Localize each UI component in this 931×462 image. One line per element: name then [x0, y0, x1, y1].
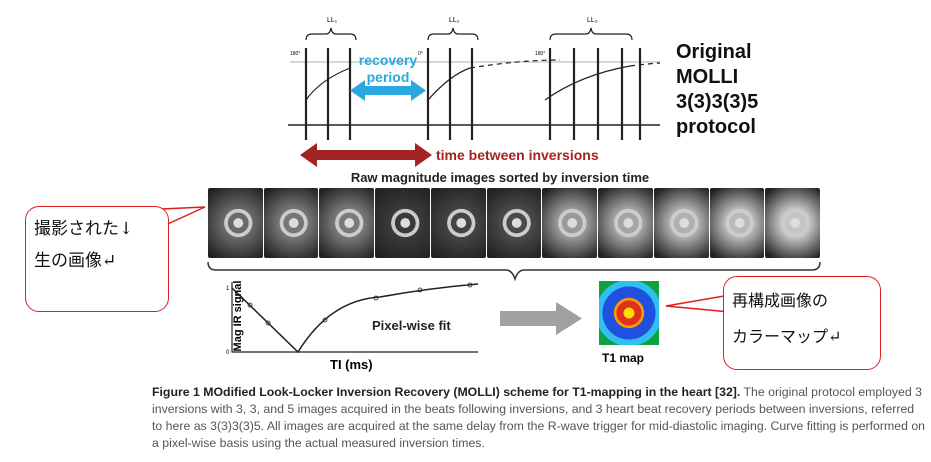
brace-ll2	[427, 27, 479, 41]
recovery-period-label: recovery period	[358, 52, 418, 85]
raw-magnitude-image	[375, 188, 430, 258]
raw-magnitude-image	[263, 188, 319, 258]
x-axis-label: TI (ms)	[330, 357, 373, 372]
time-between-inversions-label: time between inversions	[436, 147, 599, 163]
t1-map-image	[599, 281, 659, 345]
raw-magnitude-image	[709, 188, 765, 258]
raw-magnitude-image	[598, 188, 653, 258]
images-brace	[207, 261, 821, 282]
pulse-label: 180°	[290, 51, 300, 57]
caption-title: Figure 1 MOdified Look-Locker Inversion …	[152, 385, 741, 399]
y-tick: 1	[226, 286, 230, 292]
raw-magnitude-image	[765, 188, 821, 258]
fit-plot	[231, 282, 479, 354]
recovery-arrow	[350, 80, 426, 101]
raw-magnitude-image	[486, 188, 542, 258]
raw-magnitude-image	[542, 188, 598, 258]
raw-magnitude-image	[208, 188, 263, 258]
figure-caption: Figure 1 MOdified Look-Locker Inversion …	[152, 384, 927, 452]
right-callout-tail	[665, 294, 731, 313]
y-tick: 0	[226, 350, 230, 356]
caption-body: The original protocol employed 3 inversi…	[152, 385, 925, 450]
protocol-line: Original	[676, 41, 752, 63]
protocol-line: protocol	[676, 116, 756, 138]
pulse-label: 180°	[535, 51, 545, 57]
raw-magnitude-image	[319, 188, 375, 258]
brace-ll1	[305, 27, 357, 41]
ll1-label: LL₁	[327, 17, 338, 24]
brace-ll3	[549, 27, 633, 41]
raw-image-strip	[208, 188, 821, 258]
fit-label: Pixel-wise fit	[372, 318, 451, 333]
arrow-to-t1map	[500, 302, 582, 335]
t1-map-label: T1 map	[602, 351, 645, 365]
ll2-label: LL₂	[449, 17, 460, 24]
callout-line: 撮影された↓	[34, 219, 134, 239]
left-callout: 撮影された↓ 生の画像↵	[25, 206, 169, 312]
ll3-label: LL₃	[587, 17, 598, 24]
pulse-label: 0°	[418, 51, 423, 57]
protocol-line: MOLLI	[676, 66, 739, 88]
callout-line: 再構成画像の	[732, 291, 829, 310]
raw-images-label: Raw magnitude images sorted by inversion…	[350, 170, 650, 185]
callout-line: 生の画像↵	[34, 251, 117, 271]
protocol-title: Original MOLLI 3(3)3(3)5 protocol	[676, 40, 758, 140]
y-axis-label: Mag IR signal	[232, 280, 244, 352]
right-callout: 再構成画像の カラーマップ↵	[723, 276, 881, 370]
protocol-line: 3(3)3(3)5	[676, 91, 759, 113]
callout-line: カラーマップ↵	[732, 327, 842, 346]
raw-magnitude-image	[653, 188, 709, 258]
time-between-arrow	[300, 143, 432, 167]
raw-magnitude-image	[430, 188, 486, 258]
